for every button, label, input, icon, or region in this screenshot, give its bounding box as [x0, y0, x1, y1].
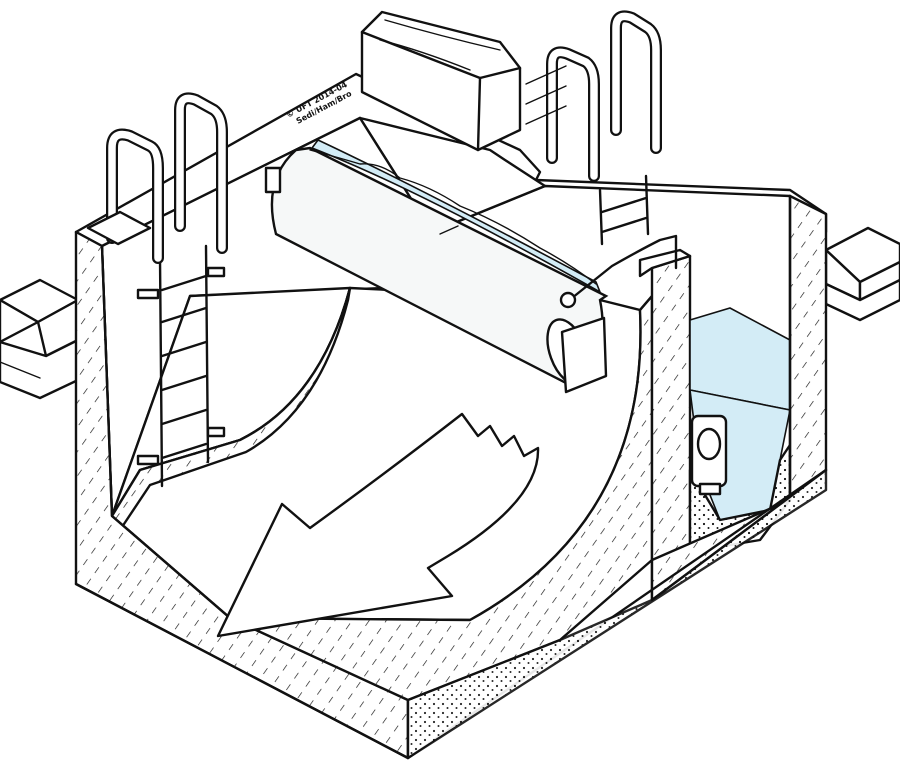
ground-tiles-right: [824, 226, 900, 322]
floor-hatch-band: [110, 286, 352, 532]
pump-icon: [690, 414, 728, 496]
roller-drum: [264, 138, 678, 394]
divider-wall: [638, 254, 692, 602]
control-box: [360, 10, 522, 152]
handrail-right: [525, 10, 662, 182]
ladder-left: [136, 244, 226, 488]
handrail-left: [86, 92, 228, 264]
ladder-right: [598, 174, 650, 246]
ground-tiles-left: [0, 278, 80, 400]
arrow-down-left-icon: [216, 412, 540, 638]
